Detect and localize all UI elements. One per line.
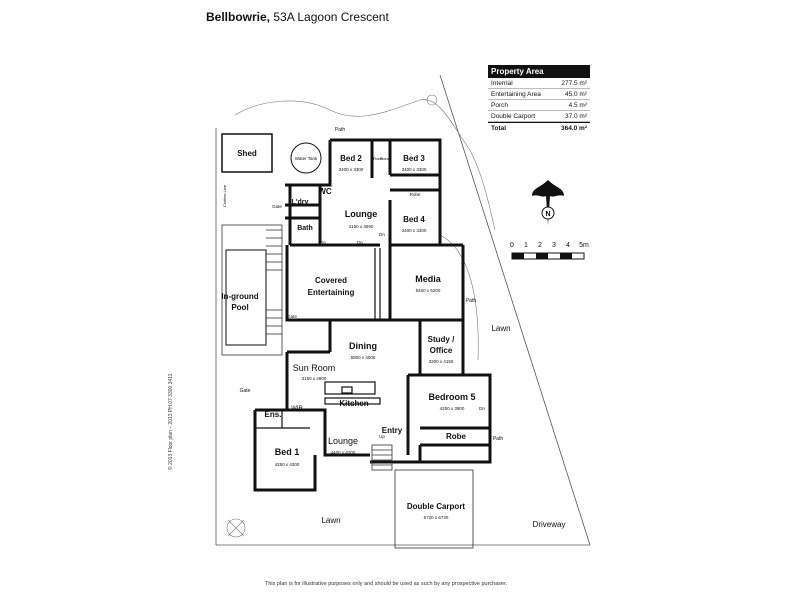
- covered-entertaining-label: Covered: [315, 276, 347, 285]
- sunroom-label: Sun Room: [293, 363, 336, 373]
- down-label: Dn: [320, 240, 326, 245]
- robe5-label: Robe: [446, 432, 467, 441]
- bed3-dimensions: 3400 x 3300: [402, 167, 427, 172]
- area-label: Total: [491, 125, 507, 132]
- shed-label: Shed: [237, 149, 257, 158]
- area-row-porch: Porch 4.5 m²: [488, 100, 590, 111]
- area-value: 277.5 m²: [561, 80, 587, 87]
- area-label: Double Carport: [491, 113, 536, 120]
- ensuite-label: Ens.: [265, 410, 282, 419]
- plan-address: 53A Lagoon Crescent: [273, 10, 389, 24]
- area-value: 37.0 m²: [564, 113, 587, 120]
- laundry-label: L'dry: [292, 199, 309, 206]
- disclaimer-text: This plan is for illustrative purposes o…: [265, 581, 508, 587]
- path-label: Path: [493, 436, 504, 442]
- entry-label: Entry: [382, 426, 403, 435]
- bed2-label: Bed 2: [340, 154, 362, 163]
- house-walls: [253, 138, 492, 492]
- up-label: Up: [379, 434, 385, 439]
- area-row-carport: Double Carport 37.0 m²: [488, 111, 590, 122]
- lounge-lower-label: Lounge: [328, 436, 358, 446]
- down-label: Dn: [357, 240, 363, 245]
- plan-title: Bellbowrie, 53A Lagoon Crescent: [206, 10, 389, 24]
- boundary-line: [439, 74, 591, 546]
- interior-lines: [255, 248, 381, 429]
- scale-tick: 2: [538, 242, 542, 249]
- bed1-label: Bed 1: [275, 447, 300, 457]
- carport-label: Double Carport: [407, 502, 466, 511]
- area-label: Entertaining Area: [491, 91, 541, 98]
- lounge-upper-label: Lounge: [345, 209, 378, 219]
- carport-dimensions: 6720 x 6730: [424, 515, 449, 520]
- area-label: Internal: [491, 80, 513, 87]
- kitchen-label: Kitchen: [339, 399, 368, 408]
- bed4-dimensions: 3400 x 3300: [402, 228, 427, 233]
- property-area-table: Property Area Internal 277.5 m² Entertai…: [488, 65, 590, 133]
- bedroom5-label: Bedroom 5: [428, 392, 475, 402]
- shed-outline: [221, 133, 273, 173]
- water-tank-label: Water Tank: [295, 156, 318, 161]
- scale-bar: 0 1 2 3 4 5m: [510, 242, 589, 260]
- path-label: Path: [335, 127, 346, 133]
- scale-tick: 3: [552, 242, 556, 249]
- path-label: Path: [466, 298, 477, 304]
- pool-label: In-ground: [221, 292, 258, 301]
- bed1-dimensions: 4250 x 4300: [275, 462, 300, 467]
- study-label: Study /: [428, 335, 455, 344]
- lounge-upper-dimensions: 4150 x 4650: [349, 224, 374, 229]
- area-value: 45.0 m²: [564, 91, 587, 98]
- scale-tick: 4: [566, 242, 570, 249]
- down-label: Dn: [479, 406, 485, 411]
- office-label: Office: [430, 346, 453, 355]
- gate-label: Gate: [240, 388, 251, 394]
- lawn-label: Lawn: [491, 324, 510, 333]
- area-label: Porch: [491, 102, 508, 109]
- carport-outline: [394, 469, 474, 549]
- media-label: Media: [415, 274, 442, 284]
- dining-label: Dining: [349, 341, 377, 351]
- area-value: 4.5 m²: [568, 102, 587, 109]
- area-row-entertaining: Entertaining Area 45.0 m²: [488, 89, 590, 100]
- scale-tick: 5m: [579, 242, 589, 249]
- entry-stairs: [371, 444, 393, 471]
- lawn-label: Lawn: [321, 516, 340, 525]
- bed4-label: Bed 4: [403, 215, 425, 224]
- sunroom-dimensions: 3150 x 2800: [302, 376, 327, 381]
- down-label: Dn: [379, 232, 385, 237]
- lounge-lower-dimensions: 4400 x 4300: [331, 450, 356, 455]
- pool-area: [221, 224, 283, 356]
- plan-suburb: Bellbowrie,: [206, 10, 271, 24]
- pool-label: Pool: [231, 303, 248, 312]
- media-dimensions: 5400 x 5200: [416, 288, 441, 293]
- wir-label: WIR: [291, 406, 303, 412]
- gate-label: Gate: [272, 204, 282, 209]
- robe-label: Robe: [380, 156, 390, 161]
- study-dimensions: 3200 x 4150: [429, 359, 454, 364]
- bedroom5-dimensions: 4250 x 3900: [440, 406, 465, 411]
- area-row-internal: Internal 277.5 m²: [488, 78, 590, 89]
- property-area-header: Property Area: [488, 65, 590, 78]
- robe-label: Robe: [373, 156, 383, 161]
- wc-label: WC: [318, 187, 332, 196]
- scale-tick: 1: [524, 242, 528, 249]
- driveway-label: Driveway: [533, 520, 566, 529]
- area-row-total: Total 364.0 m²: [488, 122, 590, 133]
- clothes-line-label: Clothes Line: [222, 184, 227, 207]
- covered-entertaining-label: Entertaining: [308, 288, 355, 297]
- compass-icon: N: [532, 180, 564, 225]
- scale-tick: 0: [510, 242, 514, 249]
- area-value: 364.0 m²: [560, 125, 587, 132]
- garden-edge: [226, 94, 496, 538]
- water-tank-outline: [290, 142, 322, 174]
- clothes-line-icon: [226, 518, 246, 538]
- robe-bed4-label: Robe: [410, 192, 421, 197]
- bed3-label: Bed 3: [403, 154, 425, 163]
- dining-dimensions: 5800 x 4000: [351, 355, 376, 360]
- compass-north-label: N: [545, 211, 550, 218]
- bed2-dimensions: 3400 x 3300: [339, 167, 364, 172]
- bath-label: Bath: [297, 225, 313, 232]
- gate-label: Gate: [287, 314, 297, 319]
- copyright-note: © 2013 Floor plan – 2013 PH 07 3300 3411: [168, 373, 174, 470]
